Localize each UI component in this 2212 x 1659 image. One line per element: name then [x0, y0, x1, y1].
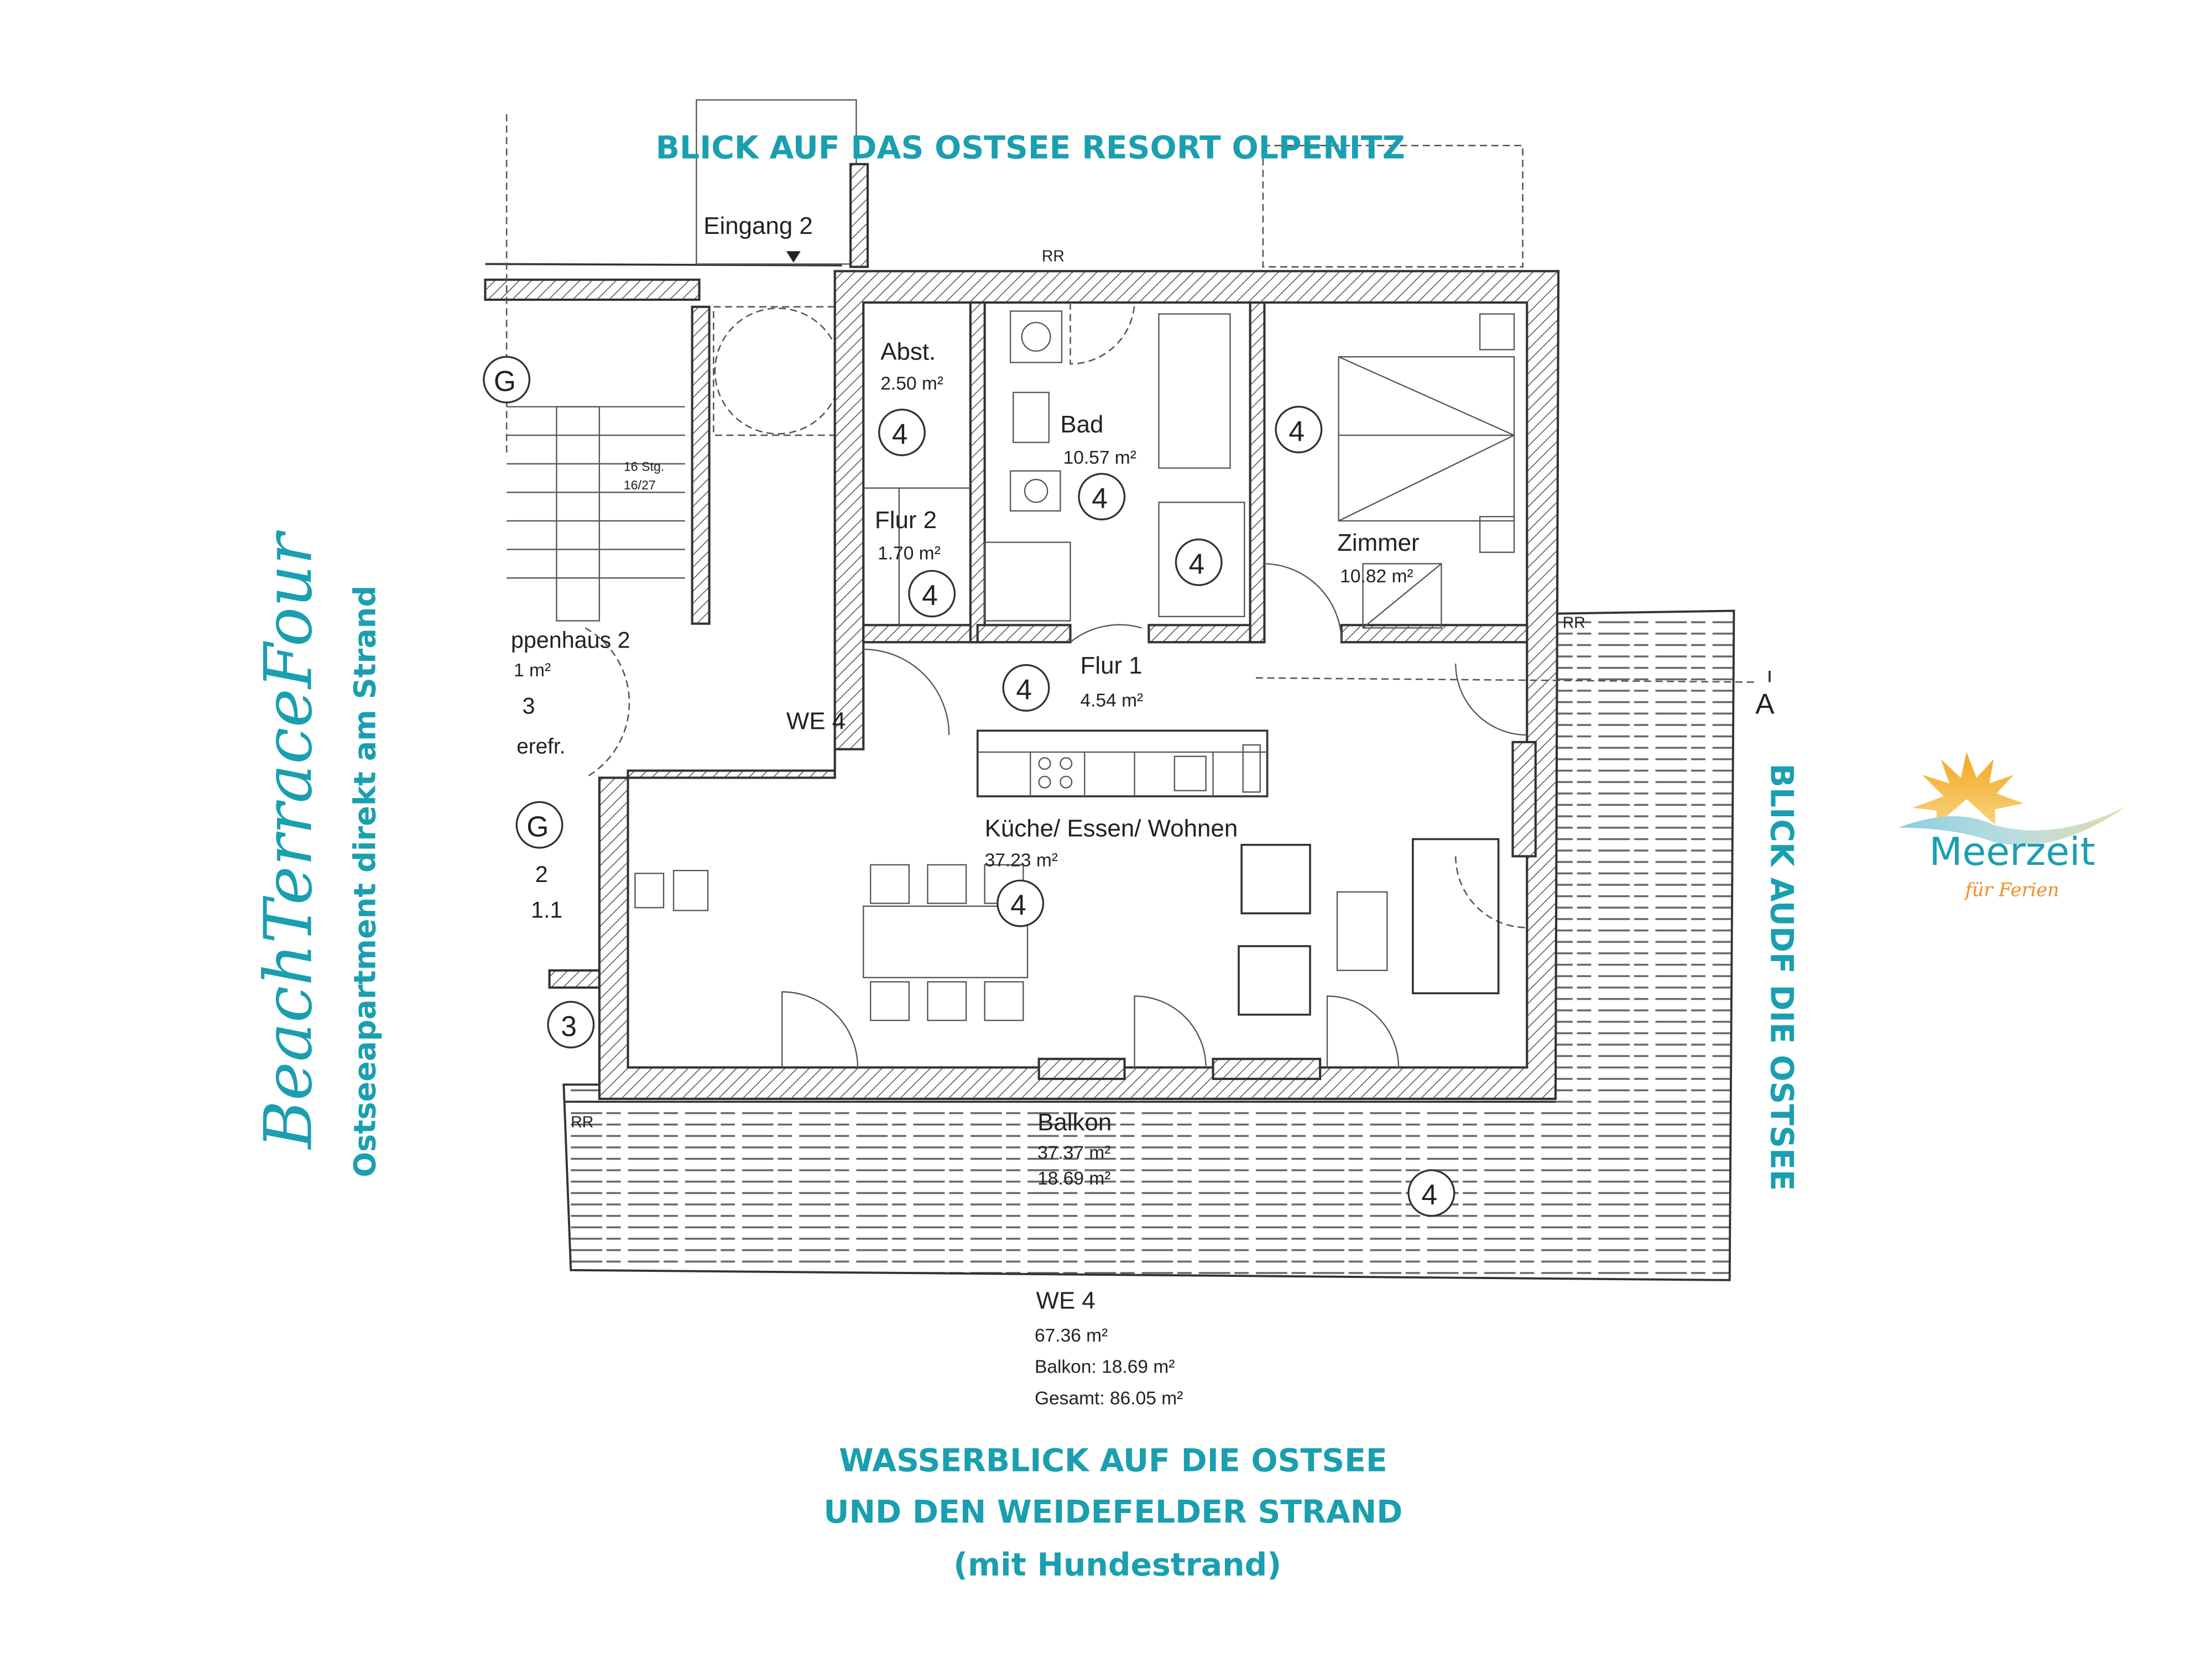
left-g2-label: G: [526, 810, 549, 842]
unit-marker: 4: [997, 879, 1045, 927]
outer-walls: [598, 270, 1560, 1100]
room-kitchen-area: 37.23 m²: [985, 850, 1058, 870]
stairs-ratio-label: 16/27: [624, 478, 656, 492]
meerzeit-logo: Meerzeit für Ferien: [1898, 752, 2127, 901]
room-zimmer-name: Zimmer: [1337, 529, 1420, 556]
svg-text:4: 4: [1016, 674, 1032, 706]
sun-icon: [1912, 752, 2024, 825]
unit-marker: 4: [1078, 473, 1126, 521]
stairwell-note: erefr.: [517, 735, 565, 759]
stairwell-area: 1 m²: [514, 660, 551, 681]
wave-icon: [1898, 806, 2127, 846]
heading-right: BLICK AUDF DIE OSTSEE: [1764, 764, 1800, 1191]
rr-balcony-label: RR: [571, 1114, 593, 1131]
heading-bottom-3: (mit Hundestrand): [953, 1547, 1281, 1583]
rr-top-label: RR: [1042, 247, 1065, 265]
left-num3: 1.1: [531, 897, 562, 922]
stairwell-label: ppenhaus 2: [511, 628, 630, 653]
logo-name: Meerzeit: [1929, 830, 2095, 874]
svg-text:4: 4: [1288, 415, 1305, 447]
left-num2: 2: [535, 862, 548, 887]
room-flur2-name: Flur 2: [875, 507, 937, 534]
room-flur1-name: Flur 1: [1081, 652, 1142, 679]
brand-subtitle: Ostseeapartment direkt am Strand: [348, 586, 383, 1177]
room-zimmer-area: 10.82 m²: [1340, 566, 1413, 587]
room-abst-name: Abst.: [880, 338, 936, 365]
unit-marker: 4: [1002, 664, 1050, 712]
brand-title: BeachTerraceFour: [251, 530, 327, 1150]
heading-bottom-1: WASSERBLICK AUF DIE OSTSEE: [839, 1443, 1387, 1479]
room-flur2-area: 1.70 m²: [878, 544, 941, 564]
room-balkon-area2: 18.69 m²: [1037, 1168, 1110, 1189]
svg-text:4: 4: [1010, 889, 1026, 921]
heading-bottom-2: UND DEN WEIDEFELDER STRAND: [823, 1494, 1402, 1531]
room-bad-name: Bad: [1060, 411, 1103, 438]
section-mark-label: A: [1755, 687, 1775, 719]
entrance-label: Eingang 2: [703, 212, 813, 239]
heading-top: BLICK AUF DAS OSTSEE RESORT OLPENITZ: [656, 129, 1405, 166]
balcony: [562, 609, 1735, 1281]
room-balkon-area: 37.37 m²: [1037, 1142, 1110, 1163]
unit-door-label: WE 4: [786, 708, 846, 735]
svg-text:4: 4: [1421, 1178, 1437, 1211]
unit-marker: 4: [1175, 538, 1223, 586]
unit-marker: 4: [1407, 1169, 1455, 1217]
stairs-steps-label: 16 Stg.: [624, 460, 665, 474]
room-kitchen-name: Küche/ Essen/ Wohnen: [985, 815, 1238, 842]
logo-tagline: für Ferien: [1964, 879, 2059, 901]
unit-marker: 4: [878, 408, 926, 456]
stair-treads: [507, 406, 685, 579]
unit-marker: 4: [1275, 405, 1323, 453]
unit-summary: WE 4 67.36 m² Balkon: 18.69 m² Gesamt: 8…: [1035, 1287, 1183, 1408]
svg-text:4: 4: [1189, 547, 1205, 580]
room-bad-area: 10.57 m²: [1063, 448, 1136, 468]
summary-total: Gesamt: 86.05 m²: [1035, 1388, 1183, 1408]
svg-text:4: 4: [1092, 482, 1108, 514]
svg-text:4: 4: [922, 579, 938, 611]
interior: RR RR A: [571, 301, 1775, 1131]
room-flur1-area: 4.54 m²: [1081, 690, 1144, 711]
left-circle3-label: 3: [561, 1010, 577, 1042]
left-g1-label: G: [494, 365, 516, 397]
room-balkon-name: Balkon: [1037, 1109, 1112, 1136]
stairwell: 16 Stg. 16/27 G ppenhaus 2 1 m² 3 erefr.…: [483, 114, 842, 1048]
unit-markers: 4 4 4 4 4 4 4 4: [878, 405, 1455, 1217]
rr-right-label: RR: [1563, 614, 1585, 632]
room-labels: Abst. 2.50 m² Bad 10.57 m² Flur 2 1.70 m…: [786, 338, 1420, 1189]
room-abst-area: 2.50 m²: [880, 374, 943, 394]
svg-text:4: 4: [892, 418, 908, 450]
unit-marker: 4: [908, 570, 956, 618]
summary-area: 67.36 m²: [1035, 1326, 1108, 1346]
summary-balcony: Balkon: 18.69 m²: [1035, 1357, 1175, 1378]
summary-unit: WE 4: [1036, 1287, 1095, 1314]
stairwell-num: 3: [523, 693, 535, 718]
